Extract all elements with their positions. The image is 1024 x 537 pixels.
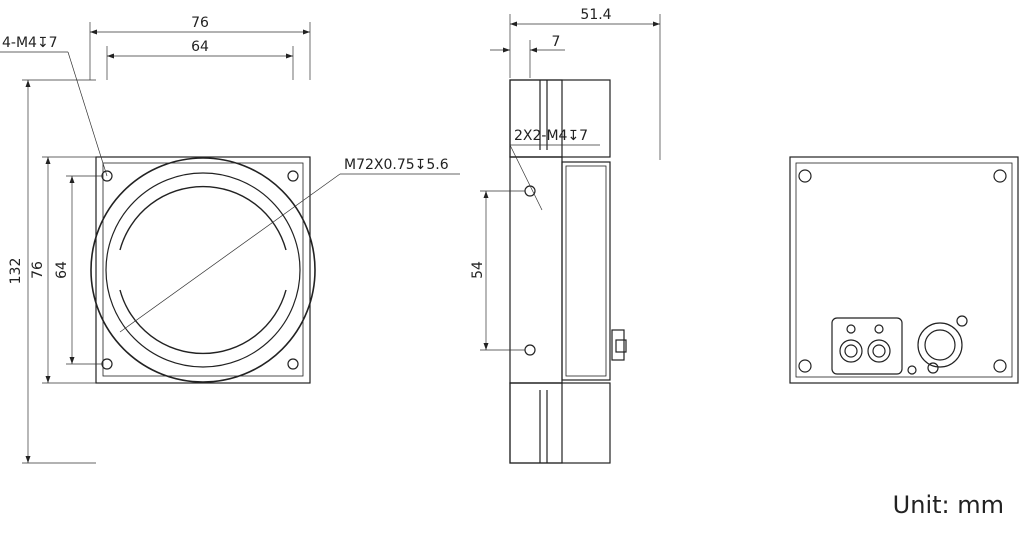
callout-front-holes: 4-M4↧7 xyxy=(2,35,58,51)
io-connector xyxy=(917,322,963,368)
front-flange xyxy=(95,156,311,384)
front-dimension-lines xyxy=(0,22,460,464)
dim-side-hole-spacing: 54 xyxy=(470,261,486,279)
side-dimension-lines xyxy=(480,14,661,351)
front-hole-tr xyxy=(287,170,299,182)
back-view xyxy=(789,156,1019,384)
dim-side-offset: 7 xyxy=(552,34,561,50)
front-hole-br xyxy=(287,358,299,370)
back-panel xyxy=(789,156,1019,384)
dim-front-width: 76 xyxy=(191,15,209,31)
dim-side-depth: 51.4 xyxy=(580,7,611,23)
callout-side-holes: 2X2-M4↧7 xyxy=(514,128,588,144)
back-screw-bl xyxy=(798,359,812,373)
side-back-plate xyxy=(561,161,611,381)
back-screw-tl xyxy=(798,169,812,183)
dim-front-height-total: 132 xyxy=(8,258,24,285)
back-screw-tr xyxy=(993,169,1007,183)
coax-port-2 xyxy=(867,339,891,363)
dim-front-height-body: 76 xyxy=(30,261,46,279)
front-hole-bl xyxy=(101,358,113,370)
side-view xyxy=(509,79,627,464)
side-hole-bottom xyxy=(524,344,536,356)
front-view xyxy=(90,156,316,384)
lens-mount-inner xyxy=(105,172,301,368)
dim-front-hole-x: 64 xyxy=(191,39,209,55)
side-hole-top xyxy=(524,185,536,197)
unit-label: Unit: mm xyxy=(892,491,1004,519)
coax-port-1 xyxy=(839,339,863,363)
callout-lens-mount: M72X0.75↧5.6 xyxy=(344,157,449,173)
dim-front-hole-y: 64 xyxy=(54,261,70,279)
lens-mount-outer xyxy=(90,157,316,383)
coax-connector-panel xyxy=(831,317,903,375)
back-screw-br xyxy=(993,359,1007,373)
